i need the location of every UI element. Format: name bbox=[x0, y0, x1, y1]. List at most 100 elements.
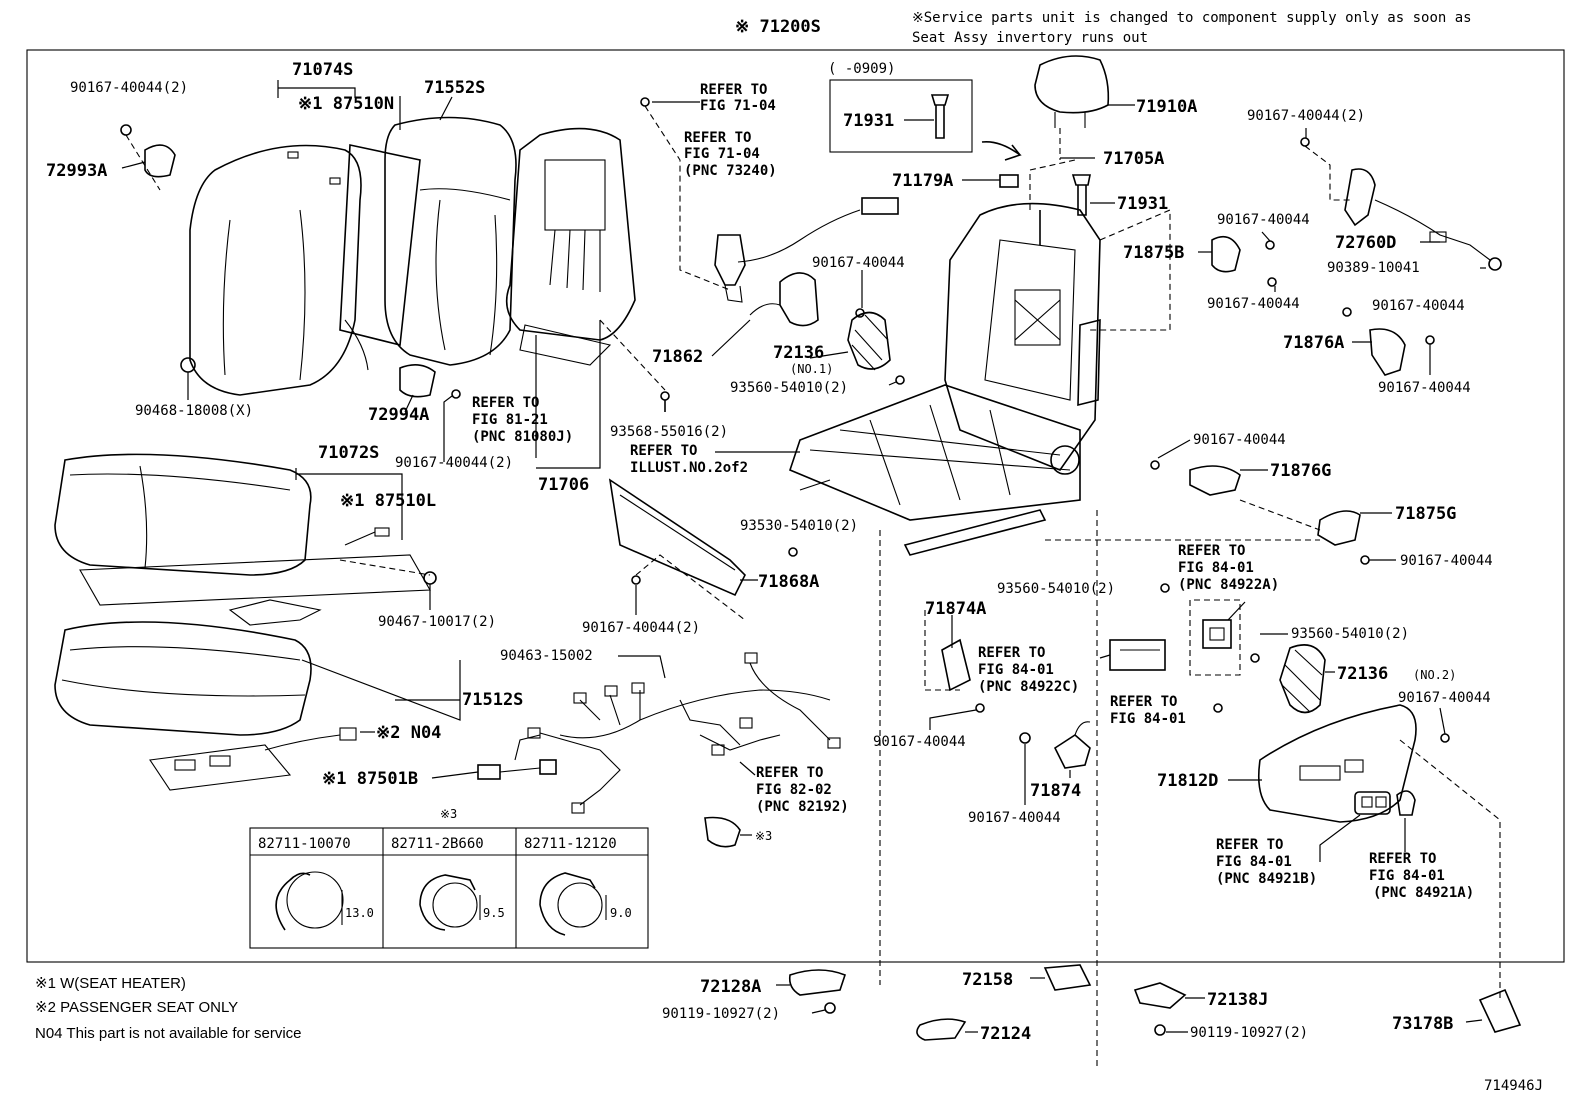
bolt-icon bbox=[451, 389, 461, 399]
shield-71868a-drawing bbox=[608, 478, 746, 597]
callout-87510l: ※1 87510L bbox=[340, 491, 436, 511]
cover-72158-drawing bbox=[1043, 964, 1092, 991]
refer-fig-8401-e-1: REFER TO bbox=[1369, 851, 1436, 867]
assembly-code: ※ 71200S bbox=[735, 17, 821, 37]
knob-84921a-drawing bbox=[1396, 790, 1416, 816]
clip-dim-3: 9.0 bbox=[610, 906, 632, 920]
callout-90119-10927-a: 90119-10927(2) bbox=[662, 1006, 780, 1022]
callout-87501b: ※1 87501B bbox=[322, 769, 418, 789]
bolt-icon bbox=[1213, 703, 1223, 713]
refer-fig-8202-2: FIG 82-02 bbox=[756, 782, 832, 798]
bolt-icon bbox=[1150, 460, 1160, 470]
callout-90468-18008: 90468-18008(X) bbox=[135, 403, 253, 419]
bracket-71876g-drawing bbox=[1189, 465, 1241, 496]
cover-72128a-drawing bbox=[788, 969, 846, 996]
refer-fig-7104-b-2: FIG 71-04 bbox=[684, 146, 760, 162]
refer-fig-8401-d-2: FIG 84-01 bbox=[1110, 711, 1186, 727]
seat-cushion-cover-drawing bbox=[54, 453, 312, 576]
belt-anchor-71862-drawing bbox=[749, 272, 819, 327]
service-note-line1: ※Service parts unit is changed to compon… bbox=[912, 10, 1472, 26]
bolt-icon bbox=[120, 124, 132, 136]
bolt-icon bbox=[1425, 335, 1435, 345]
refer-fig-7104-b-3: (PNC 73240) bbox=[684, 163, 777, 179]
callout-90167-40044-i: 90167-40044 bbox=[1378, 380, 1471, 396]
bracket-71874-drawing bbox=[1053, 734, 1091, 769]
callout-90167-40044-2-a: 90167-40044(2) bbox=[70, 80, 188, 96]
refer-fig-8401-b-1: REFER TO bbox=[1216, 837, 1283, 853]
refer-fig-8401-c-1: REFER TO bbox=[978, 645, 1045, 661]
wire-harness-82192-drawing bbox=[527, 652, 841, 814]
bolt-icon bbox=[855, 308, 865, 318]
seatback-cover-drawing bbox=[189, 144, 362, 396]
clip-x3-drawing bbox=[704, 816, 741, 848]
bracket-71876a-drawing bbox=[1369, 328, 1406, 376]
callout-71868a: 71868A bbox=[758, 572, 819, 592]
bolt-icon bbox=[1265, 240, 1275, 250]
callout-71874: 71874 bbox=[1030, 781, 1081, 801]
callout-90167-40044-f: 90167-40044 bbox=[1217, 212, 1310, 228]
switch-84922a-drawing bbox=[1202, 619, 1232, 649]
callout-72136-no2-sub: (NO.2) bbox=[1413, 668, 1456, 682]
bolt-icon bbox=[1300, 137, 1310, 147]
harness-87501b-drawing bbox=[477, 734, 557, 780]
clip-72993a-drawing bbox=[144, 144, 176, 178]
seatbelt-buckle-drawing bbox=[640, 97, 899, 303]
callout-90167-40044-2-b: 90167-40044(2) bbox=[395, 455, 513, 471]
seat-heater-element-drawing bbox=[149, 727, 357, 791]
refer-fig-8121-1: REFER TO bbox=[472, 395, 539, 411]
seat-cushion-pad-drawing bbox=[54, 621, 312, 736]
callout-71072s: 71072S bbox=[318, 443, 379, 463]
bracket-71874a-drawing bbox=[941, 638, 971, 692]
callout-72136-no2: 72136 bbox=[1337, 664, 1388, 684]
refer-fig-7104-a-1: REFER TO bbox=[700, 82, 767, 98]
refer-fig-8401-d-1: REFER TO bbox=[1110, 694, 1177, 710]
cover-72138j-drawing bbox=[1133, 982, 1187, 1009]
callout-71074s: 71074S bbox=[292, 60, 353, 80]
knob-84921b-drawing bbox=[1354, 791, 1391, 815]
callout-71705a: 71705A bbox=[1103, 149, 1164, 169]
ring-90468-icon bbox=[180, 357, 196, 373]
callout-71876g: 71876G bbox=[1270, 461, 1331, 481]
callout-71875b: 71875B bbox=[1123, 243, 1184, 263]
callout-72993a: 72993A bbox=[46, 161, 107, 181]
bolt-icon bbox=[1440, 733, 1450, 743]
bolt-icon bbox=[1267, 277, 1277, 287]
headrest-guide-drawing bbox=[930, 94, 950, 139]
headrest-drawing bbox=[1034, 55, 1110, 128]
callout-71931-b: 71931 bbox=[1117, 194, 1168, 214]
callout-73178b: 73178B bbox=[1392, 1014, 1453, 1034]
bolt-icon bbox=[1250, 653, 1260, 663]
cover-73178b-drawing bbox=[1478, 988, 1522, 1033]
legend-line-1: ※1 W(SEAT HEATER) bbox=[35, 975, 186, 992]
callout-90467-10017: 90467-10017(2) bbox=[378, 614, 496, 630]
callout-87510n: ※1 87510N bbox=[298, 94, 394, 114]
callout-90463-15002: 90463-15002 bbox=[500, 648, 593, 664]
bracket-71875g-drawing bbox=[1317, 510, 1361, 546]
callout-90389-10041: 90389-10041 bbox=[1327, 260, 1420, 276]
callout-71931-a: 71931 bbox=[843, 111, 894, 131]
callout-93530-54010: 93530-54010(2) bbox=[740, 518, 858, 534]
callout-72760d: 72760D bbox=[1335, 233, 1396, 253]
callout-72136-no1-sub: (NO.1) bbox=[790, 362, 833, 376]
refer-fig-8401-c-2: FIG 84-01 bbox=[978, 662, 1054, 678]
refer-fig-8401-a-2: FIG 84-01 bbox=[1178, 560, 1254, 576]
service-note-line2: Seat Assy invertory runs out bbox=[912, 30, 1148, 46]
callout-date-range: ( -0909) bbox=[828, 61, 895, 77]
refer-fig-8121-3: (PNC 81080J) bbox=[472, 429, 573, 445]
bolt-icon bbox=[824, 1002, 836, 1014]
callout-72138j: 72138J bbox=[1207, 990, 1268, 1010]
refer-fig-8121-2: FIG 81-21 bbox=[472, 412, 548, 428]
callout-71179a: 71179A bbox=[892, 171, 953, 191]
clip-column-3: 82711-12120 bbox=[524, 836, 617, 852]
callout-90167-40044-l: 90167-40044 bbox=[1398, 690, 1491, 706]
clip-column-1: 82711-10070 bbox=[258, 836, 351, 852]
callout-71552s: 71552S bbox=[424, 78, 485, 98]
callout-71910a: 71910A bbox=[1136, 97, 1197, 117]
refer-fig-8401-a-3: (PNC 84922A) bbox=[1178, 577, 1279, 593]
harness-72760d-drawing bbox=[1344, 168, 1502, 271]
refer-fig-7104-b-1: REFER TO bbox=[684, 130, 751, 146]
refer-fig-8202-3: (PNC 82192) bbox=[756, 799, 849, 815]
guide-inset-box bbox=[829, 79, 973, 153]
screw-icon bbox=[660, 391, 670, 401]
